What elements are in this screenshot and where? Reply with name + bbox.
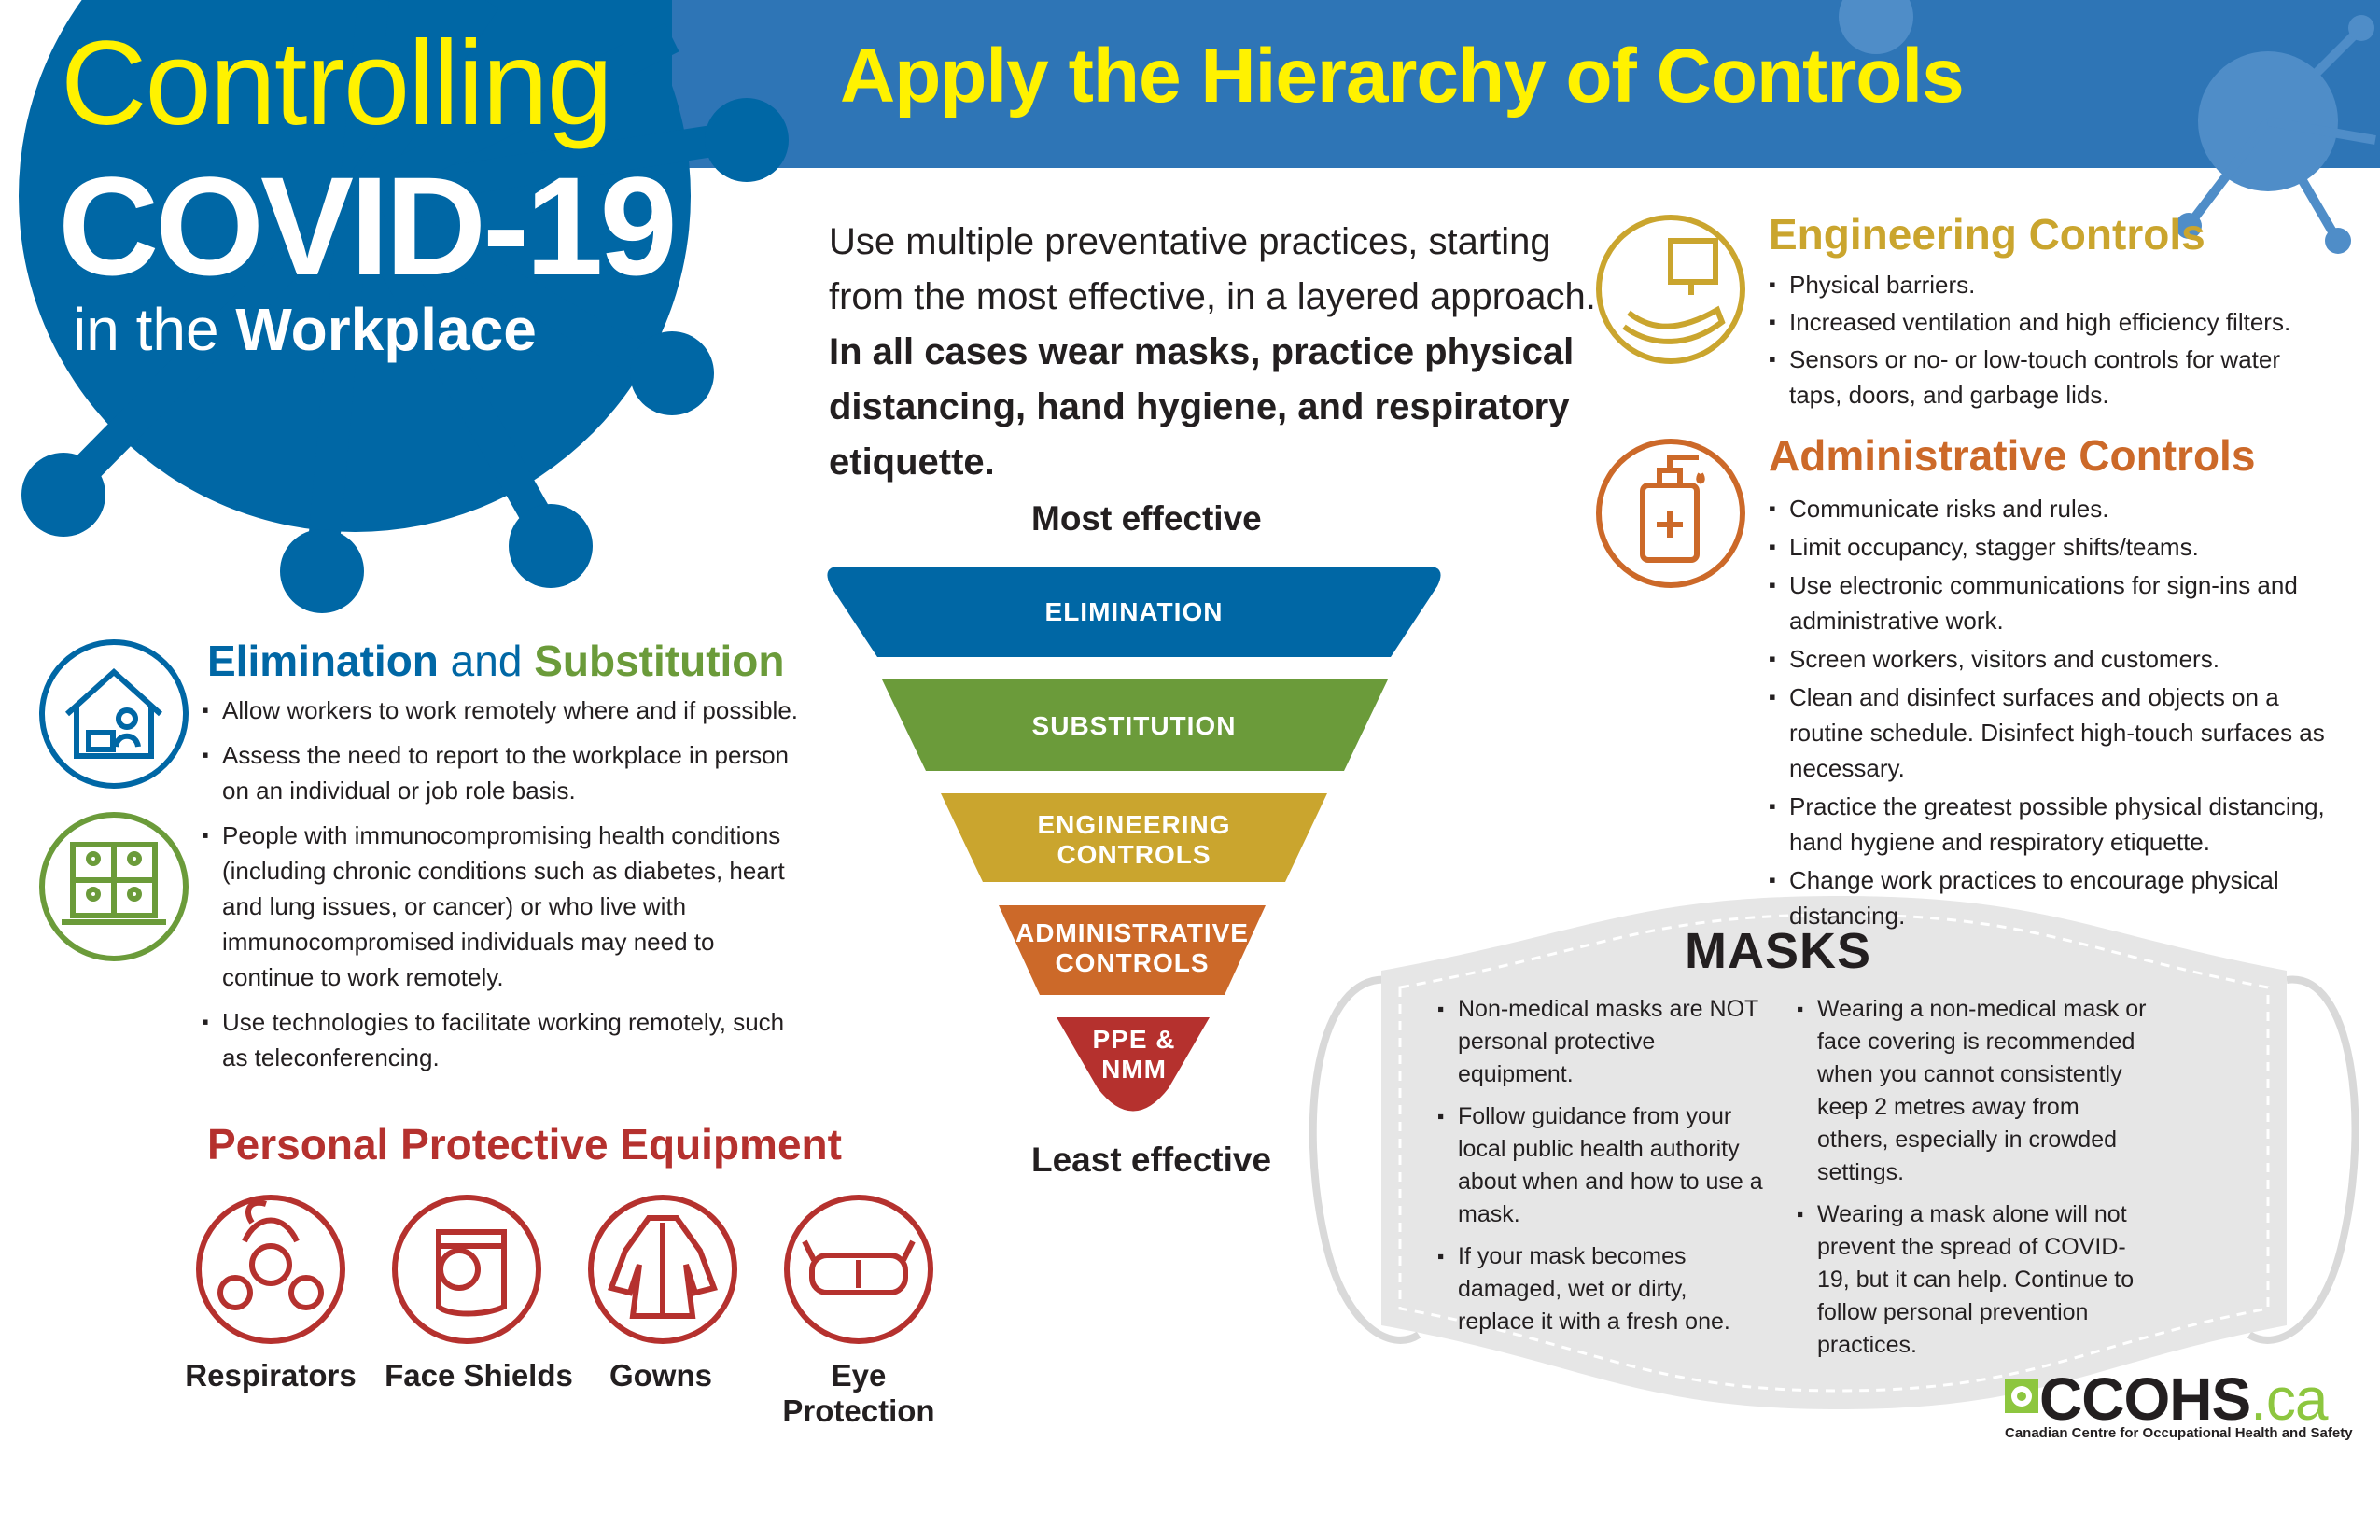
- level-substitution: [882, 679, 1388, 771]
- list-item: Wearing a non-medical mask or face cover…: [1797, 993, 2147, 1189]
- virus-icon: [19, 0, 789, 613]
- list-item: Change work practices to encourage physi…: [1769, 862, 2357, 933]
- intro-plain: Use multiple preventative practices, sta…: [829, 221, 1596, 317]
- elimination-list: Allow workers to work remotely where and…: [202, 693, 808, 1085]
- intro-text: Use multiple preventative practices, sta…: [829, 215, 1622, 490]
- level-elimination: [827, 567, 1441, 657]
- house-worker-icon: [39, 639, 189, 789]
- logo-subtitle: Canadian Centre for Occupational Health …: [2005, 1425, 2353, 1441]
- title-prefix: in the: [73, 296, 236, 363]
- hierarchy-funnel: [827, 567, 1441, 1112]
- list-item: Sensors or no- or low-touch controls for…: [1769, 342, 2310, 413]
- substitution-word: Substitution: [534, 637, 785, 685]
- list-item: Non-medical masks are NOT personal prote…: [1437, 993, 1769, 1091]
- title-line-controlling: Controlling: [61, 17, 613, 150]
- list-item: Wearing a mask alone will not prevent th…: [1797, 1198, 2147, 1362]
- title-workplace-bold: Workplace: [235, 296, 537, 363]
- engineering-list: Physical barriers. Increased ventilation…: [1769, 267, 2310, 422]
- list-item: If your mask becomes damaged, wet or dir…: [1437, 1240, 1769, 1338]
- header-banner: [653, 0, 2380, 168]
- list-item: Use technologies to facilitate working r…: [202, 1004, 808, 1075]
- masks-list-left: Non-medical masks are NOT personal prote…: [1437, 993, 1769, 1348]
- most-effective-label: Most effective: [1031, 499, 1262, 538]
- engineering-title: Engineering Controls: [1769, 210, 2205, 259]
- ppe-label-respirators: Respirators: [185, 1358, 357, 1393]
- masks-title: MASKS: [1685, 923, 1872, 979]
- list-item: Follow guidance from your local public h…: [1437, 1100, 1769, 1231]
- list-item: Allow workers to work remotely where and…: [202, 693, 808, 728]
- level-ppe-label: PPE &NMM: [1092, 1025, 1176, 1084]
- ppe-label-eye-protection: Eye Protection: [782, 1358, 935, 1428]
- ppe-label-face-shields: Face Shields: [385, 1358, 573, 1393]
- title-line-covid: COVID-19: [58, 147, 678, 304]
- face-shield-icon: [392, 1195, 541, 1344]
- list-item: Practice the greatest possible physical …: [1769, 789, 2357, 860]
- title-line-workplace: in the Workplace: [73, 295, 537, 364]
- list-item: Physical barriers.: [1769, 267, 2310, 302]
- intro-bold: In all cases wear masks, practice physic…: [829, 331, 1575, 483]
- video-conference-icon: [39, 812, 189, 961]
- level-substitution-label: SUBSTITUTION: [1031, 711, 1237, 740]
- ccohs-logo-mark: [2005, 1379, 2038, 1413]
- banner-virus-icon: [1839, 0, 2376, 254]
- list-item: Screen workers, visitors and customers.: [1769, 641, 2357, 677]
- goggles-icon: [784, 1195, 933, 1344]
- banner-title: Apply the Hierarchy of Controls: [840, 34, 1965, 119]
- gown-icon: [588, 1195, 737, 1344]
- list-item: Use electronic communications for sign-i…: [1769, 567, 2357, 638]
- list-item: Assess the need to report to the workpla…: [202, 737, 808, 808]
- list-item: Communicate risks and rules.: [1769, 491, 2357, 526]
- administrative-list: Communicate risks and rules. Limit occup…: [1769, 491, 2357, 943]
- ccohs-logo: CCOHS.ca: [2039, 1365, 2329, 1434]
- list-item: Clean and disinfect surfaces and objects…: [1769, 679, 2357, 786]
- level-administrative: [999, 905, 1266, 995]
- level-engineering: [941, 793, 1327, 882]
- respirator-icon: [196, 1195, 345, 1344]
- list-item: People with immunocompromising health co…: [202, 818, 808, 995]
- and-word: and: [438, 637, 535, 685]
- elimination-word: Elimination: [207, 637, 439, 685]
- touchless-tap-icon: [1596, 215, 1745, 364]
- level-elimination-label: ELIMINATION: [1044, 597, 1224, 626]
- least-effective-label: Least effective: [1031, 1141, 1272, 1179]
- logo-suffix: .ca: [2250, 1365, 2328, 1433]
- list-item: Limit occupancy, stagger shifts/teams.: [1769, 529, 2357, 565]
- logo-main: CCOHS: [2039, 1365, 2251, 1433]
- level-ppe: [1057, 1017, 1210, 1112]
- ppe-title: Personal Protective Equipment: [207, 1120, 842, 1169]
- sanitizer-bottle-icon: [1596, 439, 1745, 588]
- administrative-title: Administrative Controls: [1769, 431, 2256, 480]
- elimination-title: Elimination and Substitution: [207, 635, 785, 687]
- list-item: Increased ventilation and high efficienc…: [1769, 304, 2310, 340]
- masks-list-right: Wearing a non-medical mask or face cover…: [1797, 993, 2147, 1371]
- ppe-label-gowns: Gowns: [609, 1358, 712, 1393]
